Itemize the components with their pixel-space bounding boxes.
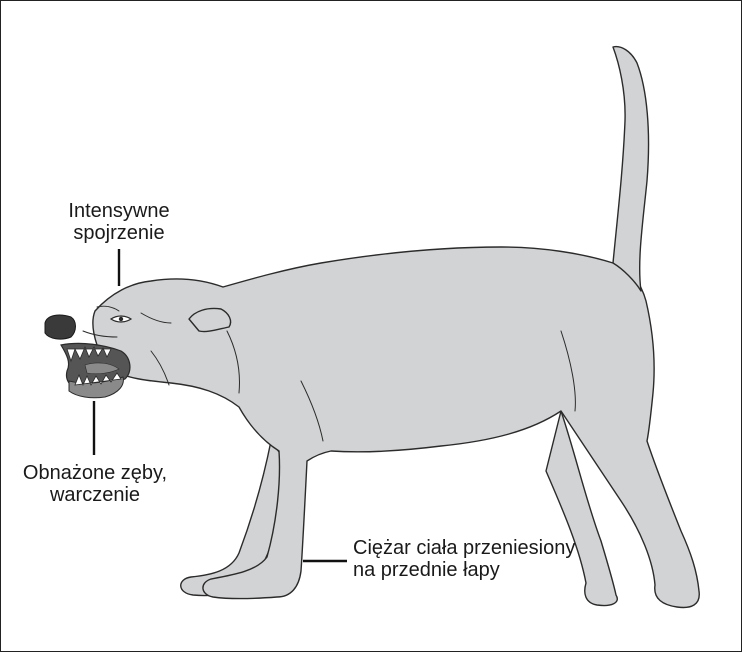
pupil [119, 317, 123, 321]
annotation-teeth-line-1: Obnażone zęby, [7, 462, 183, 484]
annotation-teeth: Obnażone zęby, warczenie [7, 462, 183, 506]
annotation-weight-line-1: Ciężar ciała przeniesiony [353, 537, 613, 559]
annotation-teeth-line-2: warczenie [7, 484, 183, 506]
snarling-mouth [61, 343, 130, 397]
annotation-weight: Ciężar ciała przeniesiony na przednie ła… [353, 537, 613, 581]
tail [613, 47, 649, 291]
annotation-gaze-line-2: spojrzenie [49, 222, 189, 244]
annotation-gaze-line-1: Intensywne [49, 200, 189, 222]
annotation-weight-line-2: na przednie łapy [353, 559, 613, 581]
annotation-gaze: Intensywne spojrzenie [49, 200, 189, 244]
nose [45, 315, 76, 339]
dog-body [93, 47, 699, 608]
